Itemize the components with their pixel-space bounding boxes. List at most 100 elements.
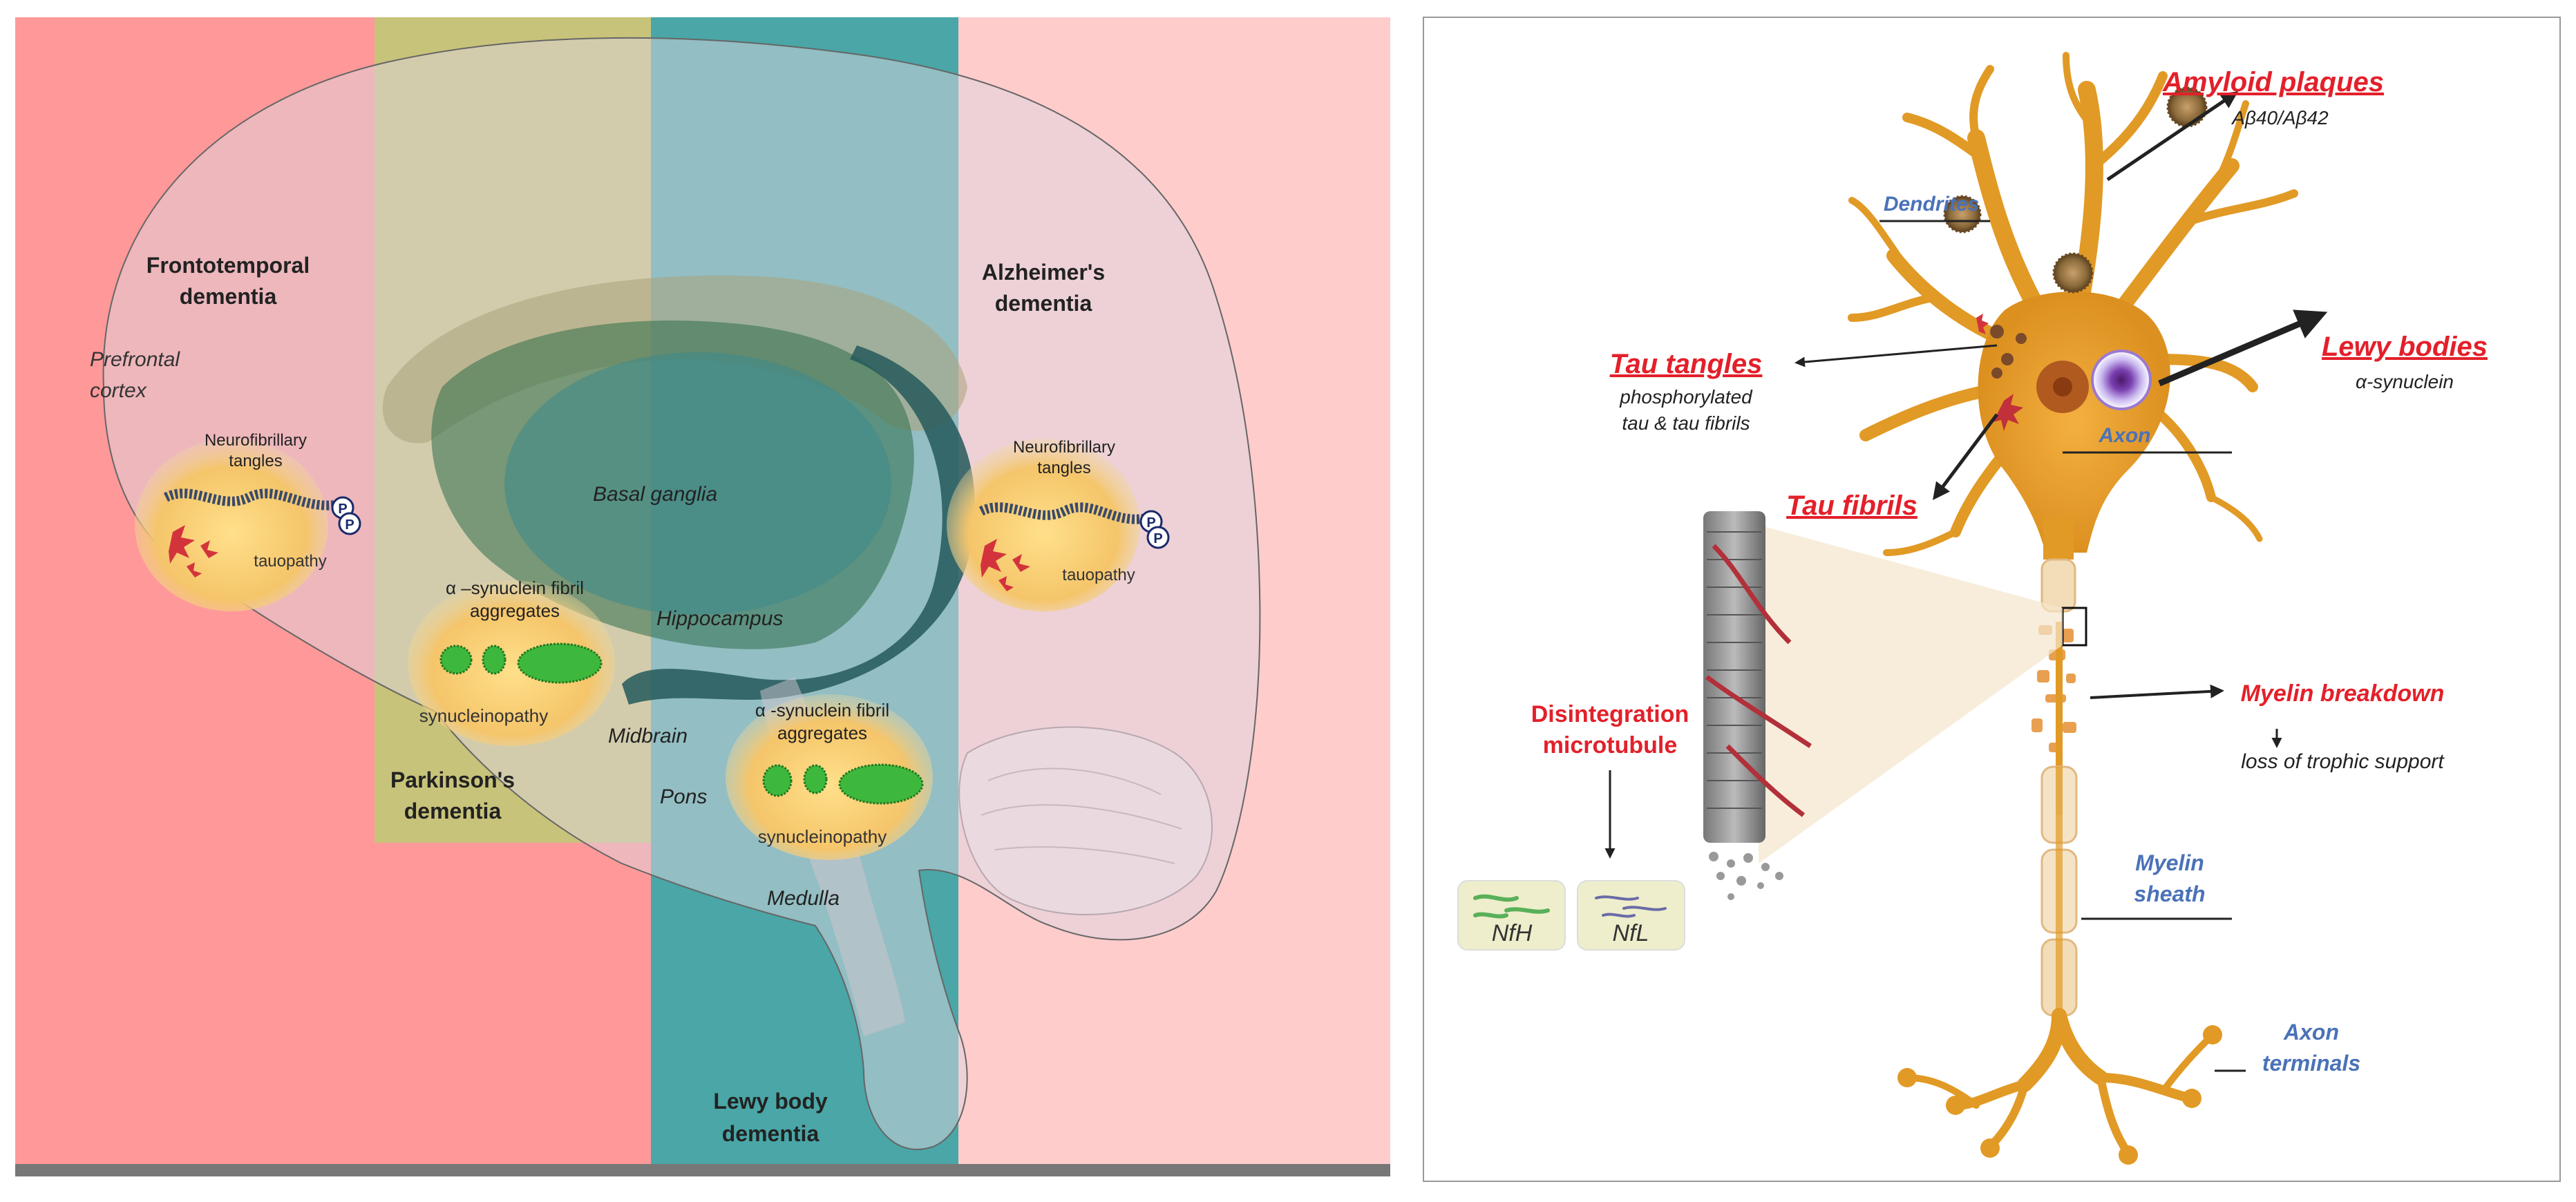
synuclein-blob-left-3 [517,642,603,684]
synuclein-blob-left-1 [439,645,473,675]
pons-label: Pons [660,785,707,808]
microtubule-fibrils [1705,544,1812,817]
tangle-dot-2 [2001,353,2014,365]
synuclein-inset-right-title-1: α -synuclein fibril [755,700,889,721]
phospho-p-right-2 [1146,526,1170,549]
myelin-breakdown-arrow [2090,684,2224,699]
axon-terminals-line-2: terminals [2262,1051,2360,1076]
alzheimers-title-1: Alzheimer's [982,260,1105,285]
lewy-bodies-title: Lewy bodies [2322,332,2488,362]
lewy-bodies-arrow [2158,309,2328,387]
synuclein-inset-right: α -synuclein fibril aggregates synuclein… [726,694,933,860]
brain-panel: Frontotemporal dementia Parkinson's deme… [15,17,1390,1176]
lewy-bodies-sub: α-synuclein [2356,371,2454,392]
nfl-strands [1595,895,1667,918]
terminal-boutons [1897,1025,2222,1165]
axon-core-lower [2056,767,2063,1022]
parkinsons-title-1: Parkinson's [390,767,515,792]
disintegration-line-2: microtubule [1543,732,1678,759]
tau-inset-right: Neurofibrillary tangles P P tauopathy [947,438,1170,611]
nfh-label: NfH [1492,920,1533,946]
tau-inset-left-bg [135,439,328,611]
synuclein-blob-left-2 [482,645,506,675]
lewy-body-title-2: dementia [722,1121,820,1146]
tau-inset-right-title-1: Neurofibrillary [1013,438,1115,457]
myelin-breakdown-title: Myelin breakdown [2241,680,2445,707]
tau-tangles-arrow [1794,344,1998,368]
myelin-sheath-line-2: sheath [2134,881,2205,906]
dendrites-label: Dendrites [1884,193,1979,216]
corpus-callosum [382,275,967,443]
synuclein-inset-left: α –synuclein fibril aggregates synuclein… [408,578,615,746]
alzheimers-title-2: dementia [995,291,1092,316]
frontotemporal-title-2: dementia [180,284,277,309]
parkinsons-title-2: dementia [404,799,502,823]
synuclein-inset-right-bg [726,694,933,860]
disintegration-line-1: Disintegration [1531,701,1689,727]
phospho-p-left-2-text: P [345,517,354,533]
phospho-p-right-1-text: P [1146,515,1155,531]
tangle-dot-1 [1990,325,2004,338]
cerebellum-folds [981,767,1182,864]
medulla-label: Medulla [767,887,840,910]
basal-ganglia-label: Basal ganglia [593,483,717,506]
tangle-fibril [1976,314,1989,334]
synuclein-inset-left-title-2: aggregates [470,600,560,621]
tau-inset-left-title-2: tangles [229,452,282,470]
phospho-p-left-1-text: P [338,502,347,517]
tau-inset-left-title-1: Neurofibrillary [205,431,307,450]
microtubule-debris [1709,852,1783,900]
amyloid-plaque-2 [2052,252,2094,294]
phospho-p-right-2-text: P [1153,531,1162,546]
tau-strand-right [978,502,1148,524]
synuclein-blob-right-1 [762,764,793,797]
prefrontal-label-2: cortex [90,379,147,402]
synuclein-inset-left-title-1: α –synuclein fibril [446,578,584,598]
midbrain-label: Midbrain [608,725,688,747]
baseline-bar [15,1164,1390,1176]
axon-hillock [2043,518,2074,560]
tau-tangles-sub-1: phosphorylated [1619,386,1753,408]
tangle-dot-3 [2016,333,2027,344]
tau-fibrils-title: Tau fibrils [1786,490,1917,521]
tau-strand-left [163,488,340,511]
prefrontal-label-1: Prefrontal [90,348,180,371]
synuclein-blob-right-3 [838,763,924,805]
synuclein-blob-right-2 [803,764,828,794]
frontotemporal-title-1: Frontotemporal [146,253,310,278]
tau-fibrils-right [981,539,1030,591]
neuron-panel: NfH NfL Amyloid plaques Aβ40/Aβ42 Dendri… [1423,17,2561,1182]
phospho-p-left-2 [338,512,361,535]
hippocampus-label: Hippocampus [656,607,783,630]
myelin-segment-1 [2040,558,2076,613]
axon-terminals-line-1: Axon [2283,1020,2339,1044]
lewy-body-icon [2091,350,2152,410]
nfl-label: NfL [1613,920,1649,946]
amyloid-sub: Aβ40/Aβ42 [2231,107,2329,128]
synuclein-inset-right-title-2: aggregates [777,723,867,743]
tangle-dot-4 [1991,368,2002,379]
amyloid-plaque-1 [1943,195,1982,233]
lewy-body-title-1: Lewy body [713,1089,828,1114]
synuclein-inset-right-caption: synucleinopathy [758,826,887,847]
tau-inset-right-caption: tauopathy [1062,566,1135,584]
tau-inset-right-title-2: tangles [1037,459,1090,477]
tau-fibrils-arrow [1933,413,1998,500]
tau-tangles-sub-2: tau & tau fibrils [1622,412,1750,434]
amyloid-title: Amyloid plaques [2162,67,2384,97]
synuclein-inset-left-caption: synucleinopathy [419,705,548,726]
myelin-sheath-line-1: Myelin [2135,850,2204,875]
amyloid-arrow [2106,91,2239,182]
cerebellum [958,726,1213,915]
tau-fibrils-hillock [1990,394,2023,431]
nfh-strands [1473,894,1550,919]
axon-label: Axon [2099,424,2151,447]
zoom-wedge [1759,525,2063,864]
tau-inset-left-caption: tauopathy [254,552,326,571]
nucleolus [2053,377,2072,397]
tau-tangles-title: Tau tangles [1610,349,1763,379]
tau-inset-left: Neurofibrillary tangles P P tauopathy [135,431,361,611]
parkinsons-band-lower [375,843,651,1164]
